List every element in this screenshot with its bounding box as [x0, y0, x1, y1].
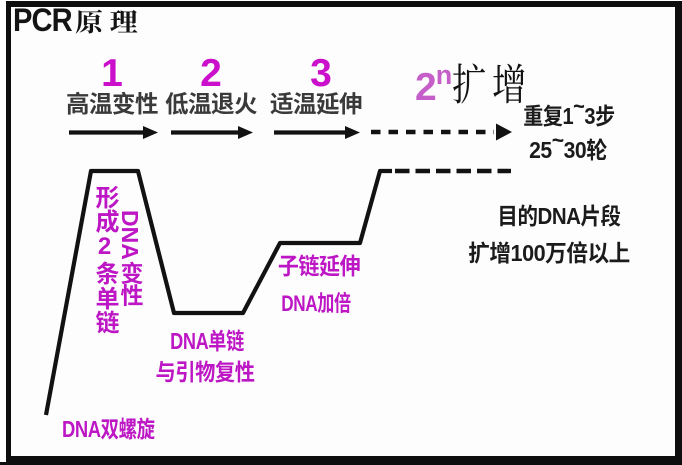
step-2-number: 2	[200, 52, 222, 95]
amplification-exponent: n	[435, 60, 453, 90]
label-extend-line1: 子链延伸	[277, 253, 361, 279]
label-anneal-line2: 与引物复性	[155, 359, 255, 385]
repeat-dashed-arrow-head	[496, 123, 512, 141]
step-2: 2 低温退火	[163, 52, 259, 117]
label-forming-two-single-strands: 形成2条单链	[91, 184, 118, 334]
label-anneal-line1: DNA单链	[170, 328, 244, 354]
step-3-number: 3	[310, 52, 332, 95]
amplification-base: 2	[415, 66, 437, 109]
repeat-note-line2: 25~30轮	[529, 127, 607, 163]
repeat-note-line1: 重复1~3步	[523, 93, 615, 129]
result-note-line2: 扩增100万倍以上	[468, 240, 630, 266]
temperature-curve	[43, 168, 392, 416]
border-bottom-strip	[0, 462, 10, 465]
step-2-label: 低温退火	[165, 91, 258, 117]
label-extend-line2: DNA加倍	[281, 291, 351, 316]
result-note-line1: 目的DNA片段	[497, 203, 621, 229]
step-3-label: 适温延伸	[270, 91, 363, 117]
step-arrow-3-head	[345, 126, 360, 139]
diagram-border-frame	[6, 1, 682, 465]
step-3: 3 适温延伸	[268, 54, 364, 117]
label-dna-double-helix: DNA双螺旋	[62, 416, 155, 442]
amplification-formula: 2n扩增	[415, 60, 552, 108]
step-1-number: 1	[101, 52, 123, 95]
title-cjk: 原理	[74, 3, 145, 39]
step-1: 1 高温变性	[64, 52, 160, 117]
step-1-label: 高温变性	[66, 91, 159, 117]
label-dna-denaturation: DNA变性	[117, 210, 143, 306]
amplification-word: 扩增	[452, 52, 533, 113]
step-arrow-2-head	[238, 126, 253, 139]
title-latin: PCR	[13, 2, 73, 38]
step-arrow-1-head	[143, 126, 158, 139]
